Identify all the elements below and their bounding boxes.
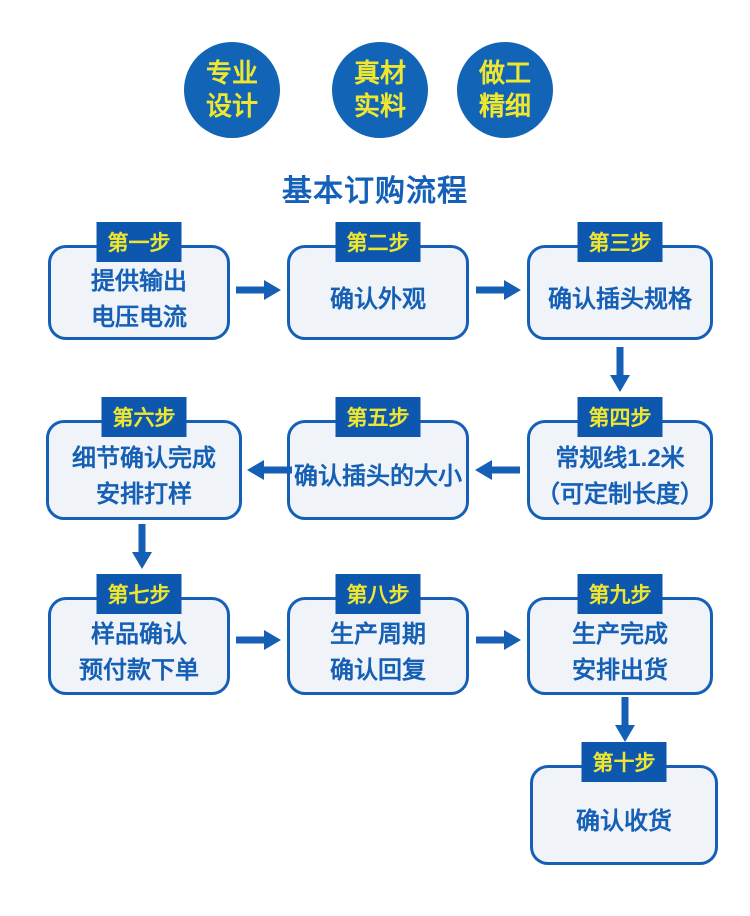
arrow-right-icon — [236, 280, 281, 300]
step-8-box: 第八步 生产周期 确认回复 — [287, 574, 469, 695]
step-6-box: 第六步 细节确认完成 安排打样 — [46, 397, 242, 520]
step-text-line: 电压电流 — [91, 303, 187, 331]
arrow-right-icon — [236, 630, 281, 650]
step-10-box: 第十步 确认收货 — [530, 742, 718, 865]
step-text-line: 安排打样 — [96, 481, 192, 508]
step-9-badge: 第九步 — [577, 574, 663, 614]
step-8-badge: 第八步 — [335, 574, 421, 614]
arrow-right-icon — [476, 630, 521, 650]
arrow-left-icon — [247, 460, 292, 480]
feature-badge-professional-design: 专业 设计 — [184, 42, 280, 138]
step-1-badge: 第一步 — [96, 222, 182, 262]
feature-badge-genuine-materials: 真材 实料 — [332, 42, 428, 138]
step-text-line: 安排出货 — [572, 657, 668, 684]
step-7-box: 第七步 样品确认 预付款下单 — [48, 574, 230, 695]
step-text-line: 常规线1.2米 — [555, 445, 685, 472]
step-text-line: （可定制长度） — [536, 481, 704, 508]
step-text-line: 确认外观 — [330, 285, 426, 313]
feature-text-line: 实料 — [353, 91, 406, 121]
feature-text-line: 做工 — [478, 58, 531, 88]
step-3-box: 第三步 确认插头规格 — [527, 222, 713, 340]
arrow-down-icon — [132, 524, 152, 569]
step-9-box: 第九步 生产完成 安排出货 — [527, 574, 713, 695]
step-5-box: 第五步 确认插头的大小 — [287, 397, 469, 520]
arrow-down-icon — [615, 697, 635, 742]
step-2-box: 第二步 确认外观 — [287, 222, 469, 340]
feature-text-line: 真材 — [353, 58, 406, 88]
step-6-badge: 第六步 — [101, 397, 187, 437]
step-4-badge: 第四步 — [577, 397, 663, 437]
step-text-line: 生产完成 — [572, 621, 668, 648]
step-text-line: 细节确认完成 — [72, 445, 216, 472]
page-title: 基本订购流程 — [282, 175, 468, 208]
arrow-left-icon — [475, 460, 520, 480]
step-text-line: 确认收货 — [576, 808, 672, 835]
step-1-box: 第一步 提供输出 电压电流 — [48, 222, 230, 340]
feature-text-line: 精细 — [478, 91, 531, 121]
step-2-badge: 第二步 — [335, 222, 421, 262]
step-text-line: 确认回复 — [330, 657, 426, 684]
step-text-line: 预付款下单 — [79, 657, 199, 684]
step-text-line: 样品确认 — [91, 621, 187, 648]
step-5-badge: 第五步 — [335, 397, 421, 437]
feature-text-line: 设计 — [205, 91, 258, 121]
step-text-line: 确认插头的大小 — [294, 463, 462, 490]
step-text-line: 提供输出 — [91, 267, 187, 295]
step-text-line: 确认插头规格 — [548, 285, 692, 313]
feature-badge-fine-workmanship: 做工 精细 — [457, 42, 553, 138]
step-text-line: 生产周期 — [330, 621, 426, 648]
step-10-badge: 第十步 — [581, 742, 667, 782]
step-3-badge: 第三步 — [577, 222, 663, 262]
arrow-right-icon — [476, 280, 521, 300]
arrow-down-icon — [610, 347, 630, 392]
step-4-box: 第四步 常规线1.2米 （可定制长度） — [527, 397, 713, 520]
step-7-badge: 第七步 — [96, 574, 182, 614]
feature-text-line: 专业 — [205, 58, 258, 88]
